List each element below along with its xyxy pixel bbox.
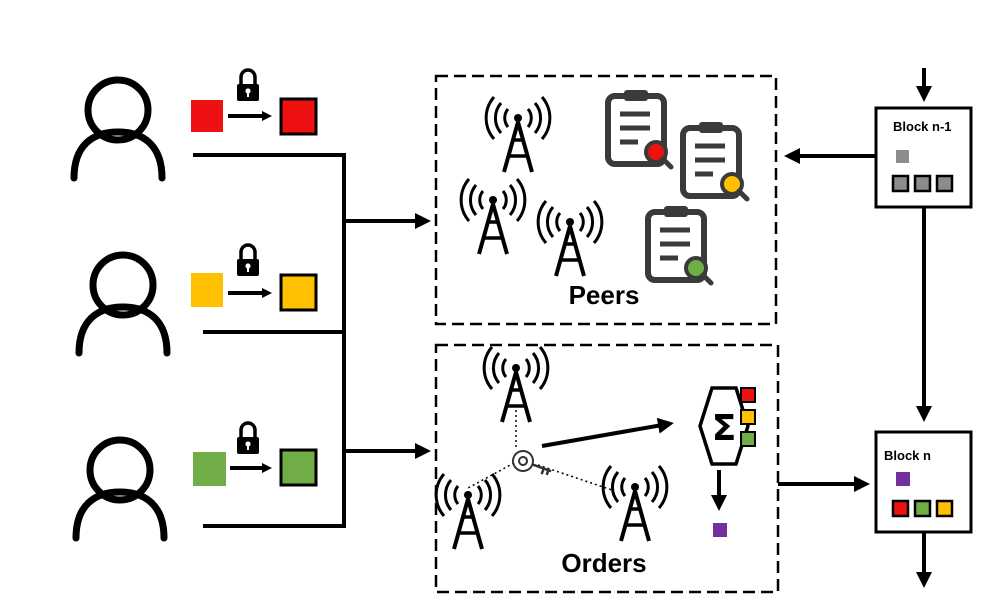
sigma-icon: Σ — [698, 386, 756, 466]
user-connections — [193, 153, 431, 528]
user-icon — [79, 255, 167, 353]
data-square-red — [191, 100, 223, 132]
block-current-slot — [913, 499, 932, 518]
block-prev-slot — [913, 174, 932, 193]
clipboard-search-icon — [648, 206, 714, 286]
block-prev-slot — [891, 174, 910, 193]
antenna-icon — [484, 95, 552, 174]
lock-icon — [235, 68, 261, 103]
key-icon — [512, 450, 552, 476]
clipboard-search-icon — [683, 122, 750, 202]
lock-icon — [235, 421, 261, 456]
hash-output-square — [713, 523, 727, 537]
antenna-icon — [459, 177, 527, 256]
orders-box — [434, 343, 780, 594]
clipboard-search-icon — [608, 90, 674, 170]
peers-box — [434, 74, 778, 326]
user-row-3 — [76, 421, 318, 538]
data-square-yellow — [191, 273, 223, 307]
user-row-2 — [79, 243, 318, 353]
orders-group: Σ Orders — [434, 343, 780, 594]
block-current-label: Block n — [884, 448, 931, 463]
antenna-icon — [601, 464, 669, 543]
encrypted-square-yellow — [279, 273, 318, 312]
to-sigma-arrow — [541, 417, 674, 448]
peers-label: Peers — [569, 280, 640, 310]
encrypted-square-red — [279, 97, 318, 136]
peers-group: Peers — [434, 74, 778, 326]
block-prev: Block n-1 — [784, 68, 973, 209]
encrypted-square-green — [279, 448, 318, 487]
block-current: Block n — [874, 430, 973, 588]
lock-icon — [235, 243, 261, 278]
antenna-icon — [434, 472, 502, 551]
user-icon — [74, 80, 162, 178]
block-prev-slot — [935, 174, 954, 193]
block-current-slot — [891, 499, 910, 518]
block-prev-tx — [896, 150, 909, 163]
block-current-slot — [935, 499, 954, 518]
block-current-tx — [896, 472, 910, 486]
svg-text:Σ: Σ — [712, 408, 737, 449]
data-square-green — [193, 452, 226, 486]
orders-label: Orders — [561, 548, 646, 578]
user-row-1 — [74, 68, 318, 178]
block-prev-label: Block n-1 — [893, 119, 952, 134]
user-icon — [76, 440, 164, 538]
antenna-icon — [536, 199, 604, 278]
